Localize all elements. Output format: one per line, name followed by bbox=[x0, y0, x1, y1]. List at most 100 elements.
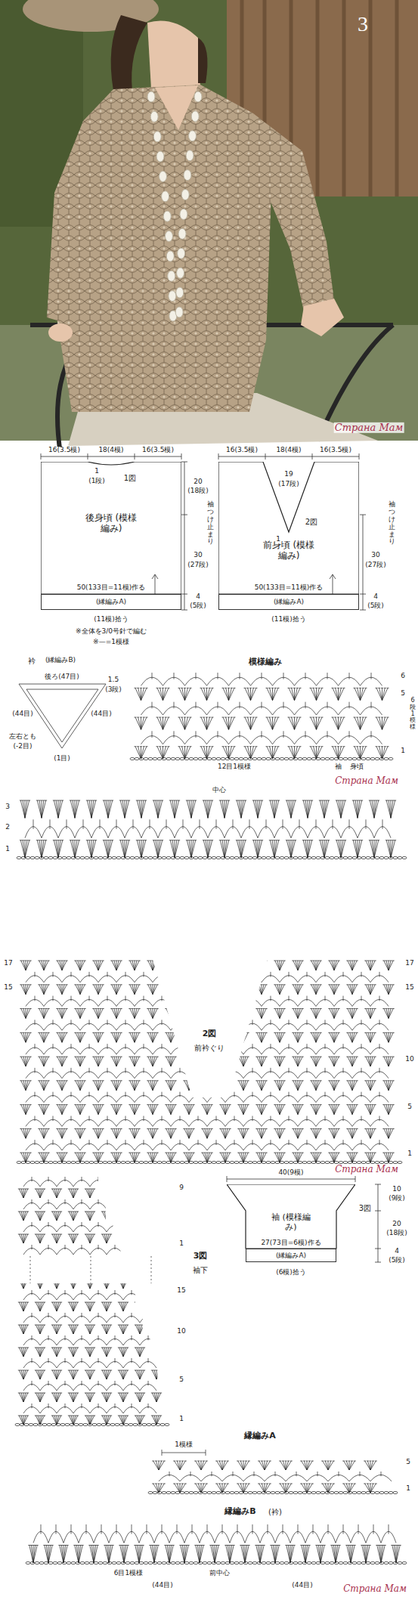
dimension-label: 50(133目=11模)作る bbox=[253, 584, 325, 592]
photo bbox=[253, 113, 335, 312]
row-number: 1 bbox=[178, 1240, 185, 1248]
piece-outline bbox=[226, 1184, 356, 1249]
stitch-chart bbox=[11, 672, 407, 1565]
photo bbox=[164, 231, 173, 242]
photo bbox=[154, 85, 199, 131]
dimension-label: 30 bbox=[370, 551, 381, 560]
watermark: Страна Мам bbox=[334, 1164, 400, 1175]
photo bbox=[0, 0, 418, 454]
piece-name: 後身頃 (模様編み) bbox=[82, 513, 140, 535]
figure-ref: 1図 bbox=[123, 473, 137, 483]
dimension-lines bbox=[40, 453, 182, 460]
row-number: 15 bbox=[3, 984, 13, 992]
note: 袖 bbox=[334, 763, 343, 771]
dimension-label: 4 bbox=[372, 593, 379, 601]
note: 左右とも bbox=[8, 733, 38, 741]
photo bbox=[111, 15, 148, 91]
dimension-label: 4 bbox=[195, 593, 202, 601]
dimension-lines bbox=[181, 461, 188, 610]
chart-title: 2図 bbox=[201, 1029, 218, 1039]
photo bbox=[179, 208, 188, 220]
dimension-label: (9段) bbox=[387, 1195, 406, 1203]
dimension-label: 18(4模) bbox=[275, 446, 302, 455]
note: 12目1模様 bbox=[216, 763, 252, 771]
photo bbox=[48, 323, 73, 342]
dimension-label: (27段) bbox=[186, 561, 209, 570]
note: ※—=1模様 bbox=[92, 638, 131, 647]
photo bbox=[46, 120, 84, 326]
chart-title: 衿 bbox=[27, 656, 37, 666]
dimension-label: (3段) bbox=[104, 686, 123, 694]
dimension-label: (18段) bbox=[186, 487, 209, 496]
dimension-label: (44目) bbox=[291, 1582, 313, 1590]
chart-title: (衿) bbox=[267, 1507, 283, 1517]
row-number: 1 bbox=[405, 1485, 412, 1493]
watermark: Страна Мам bbox=[334, 422, 405, 434]
row-number: 5 bbox=[405, 1458, 412, 1467]
dimension-label: (44目) bbox=[11, 710, 34, 719]
photo bbox=[183, 170, 192, 181]
chart-title: 模様編み bbox=[247, 657, 283, 667]
dimension-label: (44目) bbox=[89, 710, 112, 719]
photo bbox=[147, 21, 201, 90]
note: 身頃 bbox=[349, 763, 365, 771]
photo bbox=[181, 189, 189, 201]
piece-label: (縁編みA) bbox=[246, 1251, 336, 1260]
note: 6段1模様 bbox=[409, 697, 416, 731]
border-band: (縁編みA) bbox=[40, 594, 182, 610]
piece-name: (縁編みA) bbox=[274, 1251, 308, 1260]
border-band: (縁編みA) bbox=[218, 594, 360, 610]
chart-mask bbox=[11, 1256, 177, 1284]
dimension-label: (1目) bbox=[52, 755, 72, 763]
photo bbox=[300, 298, 344, 337]
dimension-lines bbox=[218, 453, 360, 460]
photo bbox=[185, 150, 194, 162]
note: 6目1模様 bbox=[113, 1569, 144, 1578]
photo bbox=[176, 287, 184, 298]
row-number: 15 bbox=[404, 984, 415, 992]
dimension-label: (1段) bbox=[87, 477, 106, 486]
dimension-label: 1 bbox=[93, 467, 100, 476]
photo bbox=[153, 131, 162, 143]
border-band: (縁編みA) bbox=[245, 1248, 337, 1263]
dimension-label: (5段) bbox=[188, 602, 208, 610]
dimension-label: (27段) bbox=[364, 561, 387, 570]
dimension-label: 40(9模) bbox=[277, 1169, 304, 1177]
row-number: 17 bbox=[3, 959, 13, 968]
photo bbox=[168, 291, 177, 302]
dimension-label: (17段) bbox=[277, 480, 300, 489]
photo bbox=[161, 191, 170, 202]
dimension-label: 20 bbox=[391, 1220, 402, 1229]
dimension-lines bbox=[374, 1184, 381, 1263]
photo bbox=[150, 111, 158, 122]
piece-name: 前身頃 (模様編み) bbox=[260, 540, 318, 562]
photo bbox=[156, 151, 165, 162]
row-number: 3 bbox=[4, 803, 11, 812]
photo bbox=[166, 250, 174, 262]
dimension-label: 16(3.5模) bbox=[225, 446, 259, 455]
stitch-row bbox=[148, 1461, 398, 1495]
dimension-label: 4 bbox=[393, 1247, 400, 1256]
dimension-label: (11模)拾う bbox=[92, 616, 129, 624]
photo bbox=[159, 170, 168, 182]
stitch-row bbox=[130, 672, 394, 761]
dimension-label: 18(4模) bbox=[97, 446, 124, 455]
photo bbox=[147, 91, 155, 103]
dimension-label: 1 bbox=[275, 535, 282, 544]
note: 前中心 bbox=[208, 1569, 231, 1578]
dimension-label: 16(3.5模) bbox=[141, 446, 175, 455]
row-number: 1 bbox=[399, 747, 406, 756]
dimension-label: (18段) bbox=[385, 1229, 408, 1238]
dimension-label: 16(3.5模) bbox=[318, 446, 353, 455]
chart-title: 縁編みA bbox=[243, 1431, 277, 1441]
piece-label: 前身頃 (模様編み) bbox=[218, 540, 360, 562]
photo bbox=[175, 306, 183, 318]
row-number: 10 bbox=[404, 1055, 415, 1064]
piece-name: 袖 (模様編み) bbox=[264, 1213, 318, 1233]
chart-title: (縁編みB) bbox=[44, 656, 77, 665]
photo bbox=[177, 247, 186, 259]
chart-mask bbox=[151, 953, 270, 1098]
photo bbox=[191, 111, 199, 122]
photo bbox=[178, 228, 186, 239]
